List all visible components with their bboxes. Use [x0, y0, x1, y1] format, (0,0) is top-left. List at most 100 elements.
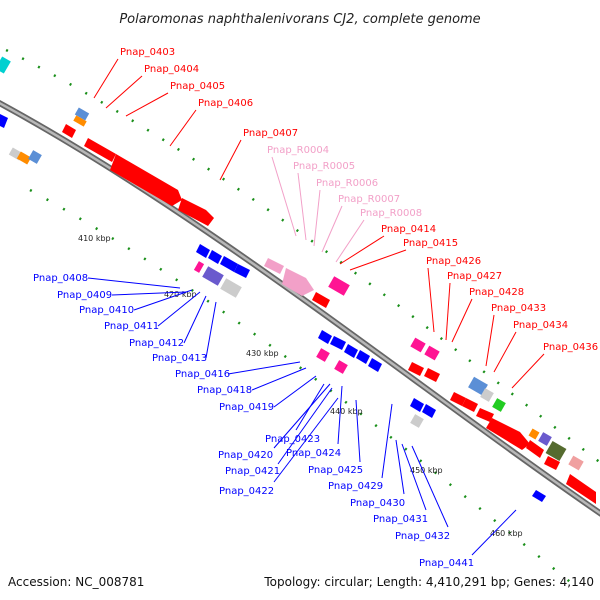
gene-label[interactable]: Pnap_R0005 — [293, 161, 355, 172]
gene-block[interactable] — [492, 398, 506, 412]
gene-label[interactable]: Pnap_0414 — [381, 224, 436, 235]
gene-block[interactable] — [480, 388, 494, 402]
gene-label[interactable]: Pnap_0422 — [219, 486, 274, 497]
gene-block[interactable] — [468, 376, 488, 396]
gene-label[interactable]: Pnap_0418 — [197, 385, 252, 396]
gene-label[interactable]: Pnap_0431 — [373, 514, 428, 525]
gene-label[interactable]: Pnap_0429 — [328, 481, 383, 492]
gene-block[interactable] — [410, 337, 426, 353]
gene-block[interactable] — [16, 151, 32, 165]
gene-label[interactable]: Pnap_0407 — [243, 128, 298, 139]
gene-label[interactable]: Pnap_R0008 — [360, 208, 422, 219]
gene-label[interactable]: Pnap_0423 — [265, 434, 320, 445]
gene-label[interactable]: Pnap_0406 — [198, 98, 253, 109]
gene-label[interactable]: Pnap_0415 — [403, 238, 458, 249]
gene-label[interactable]: Pnap_0436 — [543, 342, 598, 353]
leader-line — [339, 235, 385, 265]
gene-block[interactable] — [545, 440, 567, 462]
gene-label[interactable]: Pnap_0425 — [308, 465, 363, 476]
gene-block[interactable] — [328, 276, 350, 296]
gene-label[interactable]: Pnap_0420 — [218, 450, 273, 461]
gene-block[interactable] — [282, 268, 314, 296]
leader-line — [381, 403, 393, 479]
gene-block[interactable] — [526, 440, 544, 458]
gene-label[interactable]: Pnap_0432 — [395, 531, 450, 542]
gene-label[interactable]: Pnap_0411 — [104, 321, 159, 332]
gene-block[interactable] — [220, 256, 238, 272]
gene-block[interactable] — [544, 456, 560, 470]
gene-block[interactable] — [220, 278, 242, 298]
gene-block[interactable] — [532, 490, 546, 502]
tick-label: 440 kbp — [330, 407, 363, 416]
gene-label[interactable]: Pnap_0408 — [33, 273, 88, 284]
gene-block[interactable] — [462, 398, 478, 412]
gene-label[interactable]: Pnap_0430 — [350, 498, 405, 509]
gene-block[interactable] — [334, 360, 348, 374]
gene-block[interactable] — [196, 244, 210, 258]
gene-block[interactable] — [410, 414, 424, 428]
gene-block[interactable] — [28, 150, 42, 164]
gene-block[interactable] — [566, 474, 596, 504]
gene-block[interactable] — [568, 455, 584, 471]
gene-block[interactable] — [368, 358, 382, 372]
gene-block[interactable] — [234, 264, 250, 278]
gene-block[interactable] — [0, 56, 11, 74]
gene-label[interactable]: Pnap_0434 — [513, 320, 568, 331]
leader-line — [277, 387, 333, 465]
gene-label[interactable]: Pnap_R0007 — [338, 194, 400, 205]
gene-block[interactable] — [410, 398, 424, 412]
gene-block[interactable] — [312, 292, 330, 308]
gene-label[interactable]: Pnap_R0004 — [267, 145, 329, 156]
gene-block[interactable] — [344, 344, 358, 358]
gene-label[interactable]: Pnap_0410 — [79, 305, 134, 316]
gene-block[interactable] — [330, 336, 346, 350]
gene-label[interactable]: Pnap_0433 — [491, 303, 546, 314]
gene-block[interactable] — [476, 408, 494, 422]
gene-label[interactable]: Pnap_0426 — [426, 256, 481, 267]
map-title: Polaromonas naphthalenivorans CJ2, compl… — [119, 12, 480, 27]
gene-block[interactable] — [424, 368, 440, 382]
tick-label: 430 kbp — [246, 349, 279, 358]
gene-block[interactable] — [486, 418, 530, 450]
gene-block[interactable] — [538, 432, 552, 446]
gene-label[interactable]: Pnap_0405 — [170, 81, 225, 92]
gene-block[interactable] — [110, 154, 182, 206]
gene-block[interactable] — [450, 392, 466, 406]
gene-label[interactable]: Pnap_0441 — [419, 558, 474, 569]
gene-label[interactable]: Pnap_0427 — [447, 271, 502, 282]
gene-block[interactable] — [0, 112, 8, 128]
gene-label[interactable]: Pnap_0403 — [120, 47, 175, 58]
gene-block[interactable] — [62, 124, 76, 138]
gene-block[interactable] — [74, 107, 90, 121]
gene-label[interactable]: Pnap_0416 — [175, 369, 230, 380]
gene-block[interactable] — [264, 258, 284, 274]
gene-label[interactable]: Pnap_0413 — [152, 353, 207, 364]
gene-label[interactable]: Pnap_0412 — [129, 338, 184, 349]
gene-block[interactable] — [193, 261, 205, 273]
gene-block[interactable] — [318, 330, 332, 344]
gene-block[interactable] — [178, 198, 214, 226]
gene-label[interactable]: Pnap_R0006 — [316, 178, 378, 189]
gene-block[interactable] — [84, 138, 116, 162]
leader-line — [251, 367, 307, 391]
gene-block[interactable] — [202, 266, 224, 286]
gene-block[interactable] — [408, 362, 424, 376]
gene-block[interactable] — [422, 404, 436, 418]
leader-line — [485, 314, 495, 367]
leader-line — [337, 385, 343, 445]
leader-line — [313, 189, 321, 247]
gene-label[interactable]: Pnap_0424 — [286, 448, 341, 459]
gene-label[interactable]: Pnap_0421 — [225, 466, 280, 477]
gene-block[interactable] — [528, 428, 540, 440]
gene-label[interactable]: Pnap_0428 — [469, 287, 524, 298]
gene-block[interactable] — [424, 345, 440, 361]
leader-line — [355, 399, 361, 463]
gene-block[interactable] — [208, 250, 222, 264]
gene-label[interactable]: Pnap_0419 — [219, 402, 274, 413]
gene-block[interactable] — [316, 348, 330, 362]
gene-block[interactable] — [356, 350, 370, 364]
gene-block[interactable] — [73, 115, 87, 127]
gene-label[interactable]: Pnap_0409 — [57, 290, 112, 301]
gene-label[interactable]: Pnap_0404 — [144, 64, 199, 75]
leader-line — [273, 375, 317, 408]
